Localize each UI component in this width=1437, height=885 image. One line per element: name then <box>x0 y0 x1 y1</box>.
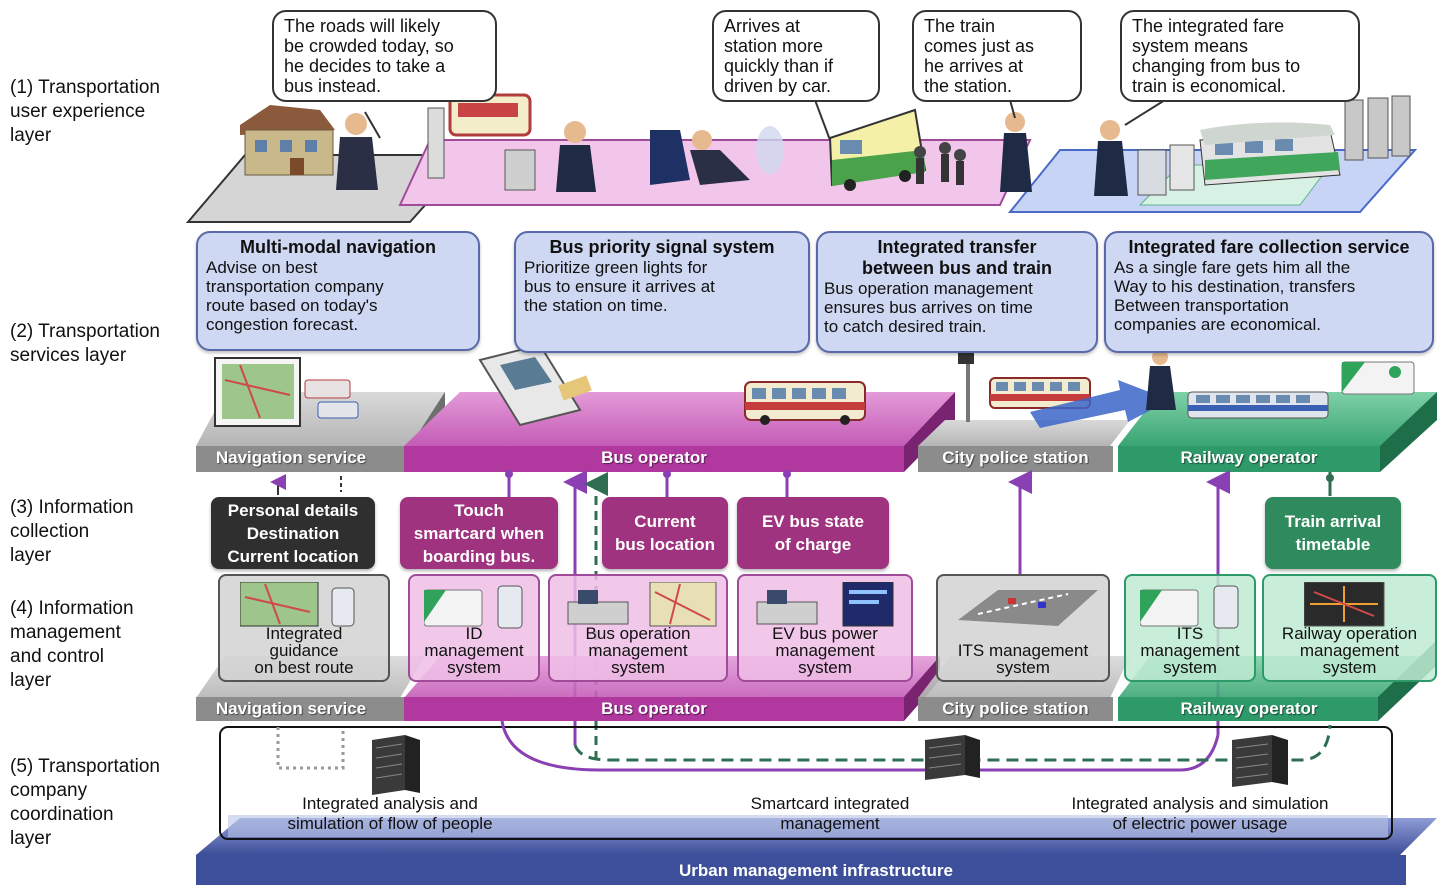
service-card-fare: Integrated fare collection service As a … <box>1104 231 1434 353</box>
service-title: Integrated fare collection service <box>1128 237 1410 257</box>
service-title: Bus priority signal system <box>549 237 775 257</box>
layer-label-services: (2) Transportation services layer <box>10 321 160 366</box>
platform-label-police-bottom: City police station <box>942 699 1089 718</box>
bus-icon <box>828 108 927 191</box>
service-card-transfer: Integrated transfer between bus and trai… <box>816 231 1098 353</box>
operator-desk-icon <box>567 582 717 627</box>
train-icon <box>1187 391 1329 419</box>
map-screen-icon <box>240 582 355 627</box>
mgmt-label: Bus operation management system <box>585 624 691 677</box>
coord-electric-power: Integrated analysis and simulation of el… <box>1071 794 1329 833</box>
layer-label-info-management: (4) Information management and control l… <box>10 598 134 691</box>
platform-label-railway-top: Railway operator <box>1180 448 1318 467</box>
ticket-machine-icon <box>427 93 536 191</box>
infrastructure-label: Urban management infrastructure <box>679 861 953 880</box>
platform-label-navigation-top: Navigation service <box>215 448 367 467</box>
layer-label-info-collection: (3) Information collection layer <box>10 497 134 566</box>
mgmt-railway-operation: Railway operation management system <box>1262 574 1437 682</box>
info-train-timetable: Train arrival timetable <box>1265 497 1401 569</box>
service-description: Advise on best transportation company ro… <box>206 258 384 334</box>
coordination-band <box>228 815 1388 837</box>
speech-bubble-fare: The integrated fare system means changin… <box>1120 10 1360 102</box>
train-icon <box>1199 122 1341 186</box>
info-touch-smartcard: Touch smartcard when boarding bus. <box>400 497 558 569</box>
mgmt-label: EV bus power management system <box>772 624 878 677</box>
speech-bubble-arrives: Arrives at station more quickly than if … <box>712 10 880 102</box>
ticket-machine-icon <box>1344 95 1411 161</box>
layer-label-coordination: (5) Transportation company coordination … <box>10 756 160 849</box>
mgmt-label: ID management system <box>424 624 524 677</box>
mgmt-label: Railway operation management system <box>1281 624 1418 677</box>
mgmt-label: ITS management system <box>957 641 1089 677</box>
info-current-bus-location: Current bus location <box>602 497 728 569</box>
service-description: Prioritize green lights for bus to ensur… <box>524 258 715 315</box>
coord-smartcard: Smartcard integrated management <box>750 794 910 833</box>
speech-bubble-roads: The roads will likely be crowded today, … <box>272 10 497 102</box>
platform-police-top <box>918 420 1130 472</box>
road-map-icon <box>958 590 1098 626</box>
businessman-icon <box>1094 120 1128 196</box>
passengers-icon <box>914 142 966 185</box>
mgmt-bus-operation: Bus operation management system <box>548 574 728 682</box>
map-screen-icon <box>214 357 359 427</box>
coordination-connectors <box>276 720 1332 772</box>
platform-label-navigation-bottom: Navigation service <box>215 699 367 718</box>
platform-label-police-top: City police station <box>942 448 1089 467</box>
businessman-icon <box>1000 112 1032 192</box>
nav-connectors <box>270 474 342 495</box>
traffic-signal-icon <box>958 352 974 422</box>
transfer-arrow-icon <box>1030 380 1170 428</box>
businessman-icon <box>1146 349 1176 410</box>
service-card-bus-priority: Bus priority signal system Prioritize gr… <box>514 231 810 353</box>
platform-label-bus-top: Bus operator <box>601 448 707 467</box>
mgmt-integrated-guidance: Integrated guidance on best route <box>218 574 390 682</box>
mgmt-its-police: ITS management system <box>936 574 1110 682</box>
house-icon <box>240 105 335 176</box>
control-panel-icon <box>1304 582 1385 627</box>
seat-icon <box>650 126 784 185</box>
mgmt-its-railway: ITS management system <box>1124 574 1256 682</box>
layer-label-user-experience: (1) Transportation user experience layer <box>10 77 160 146</box>
mgmt-id-system: ID management system <box>408 574 540 682</box>
speech-bubble-train: The train comes just as he arrives at th… <box>912 10 1082 102</box>
service-title: Integrated transfer between bus and trai… <box>861 237 1053 278</box>
service-card-multimodal: Multi-modal navigation Advise on best tr… <box>196 231 480 351</box>
ticket-machine-icon <box>478 343 592 427</box>
businessman-icon <box>336 113 378 190</box>
smartcard-icon <box>424 585 523 629</box>
platform-label-railway-bottom: Railway operator <box>1180 699 1318 718</box>
service-description: Bus operation management ensures bus arr… <box>824 279 1033 336</box>
mgmt-label: ITS management system <box>1140 624 1240 677</box>
platform-label-bus-bottom: Bus operator <box>601 699 707 718</box>
smartcard-icon <box>1140 585 1239 629</box>
service-description: As a single fare gets him all the Way to… <box>1114 258 1356 334</box>
info-ev-bus-charge: EV bus state of charge <box>737 497 889 569</box>
mgmt-ev-bus-power: EV bus power management system <box>737 574 913 682</box>
service-title: Multi-modal navigation <box>240 237 436 257</box>
coordination-frame <box>219 726 1393 840</box>
server-rack-icon <box>1232 735 1288 787</box>
businessman-icon <box>556 121 596 192</box>
info-personal-details: Personal details Destination Current loc… <box>211 497 375 569</box>
bus-icon <box>989 377 1091 409</box>
coord-flow-of-people: Integrated analysis and simulation of fl… <box>287 794 493 833</box>
smartcard-icon <box>1341 361 1415 395</box>
server-rack-icon <box>372 735 420 795</box>
ticket-gate-icon <box>1137 144 1195 196</box>
operator-desk-icon <box>756 582 894 627</box>
server-rack-icon <box>925 735 980 780</box>
mgmt-label: Integrated guidance on best route <box>254 624 354 677</box>
bus-icon <box>744 381 866 425</box>
